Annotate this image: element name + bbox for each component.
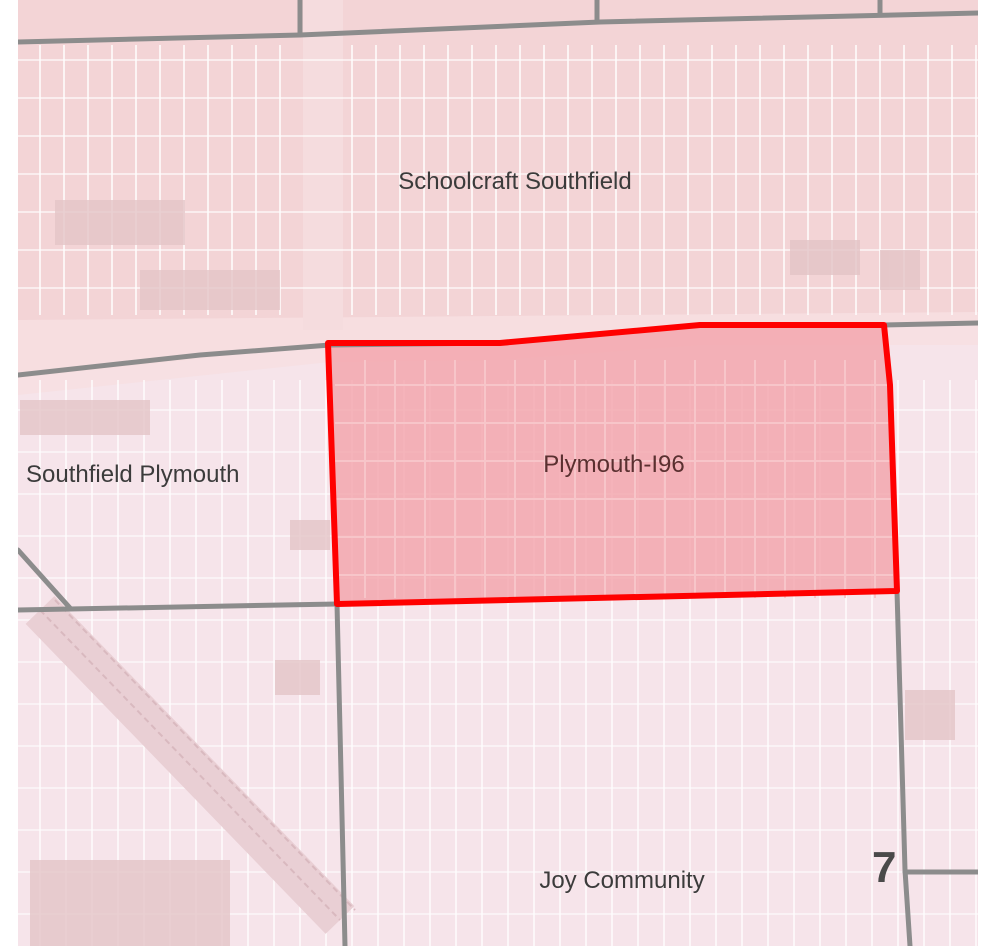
west-boundary-road [18, 547, 73, 611]
left-gutter [0, 0, 18, 946]
label-joy-community: Joy Community [539, 867, 704, 894]
freeway-vertical [303, 0, 343, 330]
label-southfield-plymouth: Southfield Plymouth [26, 461, 239, 488]
label-schoolcraft-southfield: Schoolcraft Southfield [398, 168, 631, 195]
top-boundary-road [18, 10, 978, 45]
right-gutter [978, 0, 985, 946]
district-number-label: 7 [872, 843, 896, 892]
selected-outline[interactable] [325, 322, 900, 607]
rail-corridor [25, 596, 356, 934]
building-footprints [20, 200, 955, 946]
label-plymouth-i96: Plymouth-I96 [543, 451, 684, 478]
selected-area-streets [335, 360, 893, 598]
south-west-boundary-road [334, 601, 348, 946]
middle-boundary-road [18, 601, 340, 613]
